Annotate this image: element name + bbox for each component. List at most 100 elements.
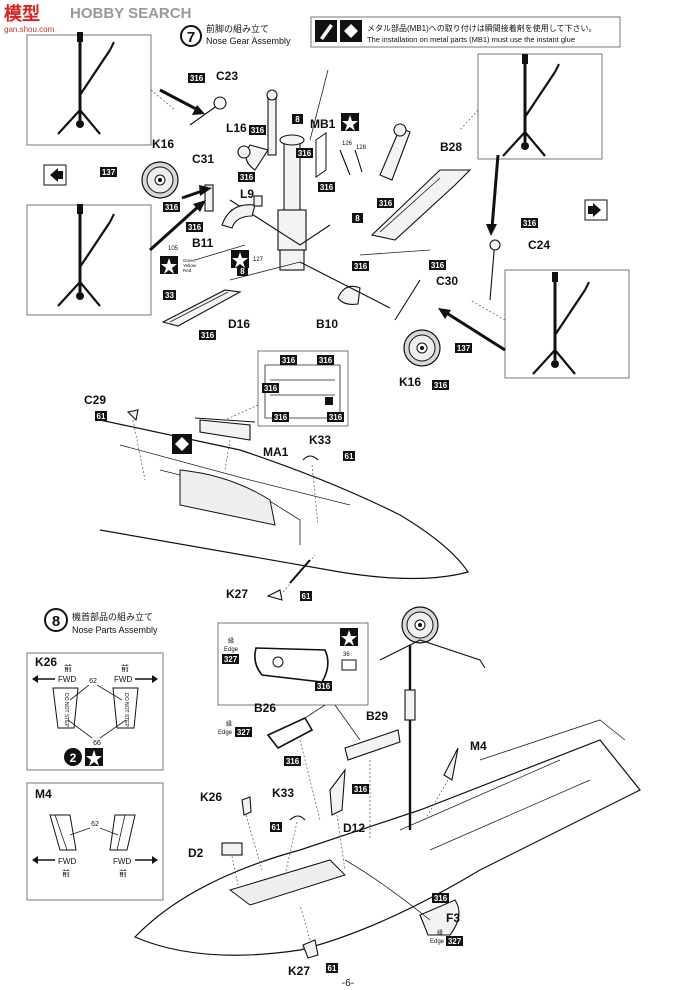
svg-text:MA1: MA1	[263, 445, 289, 459]
star-icon	[341, 630, 357, 646]
svg-text:前: 前	[64, 663, 72, 673]
svg-text:C30: C30	[436, 274, 458, 288]
svg-text:127: 127	[253, 257, 264, 263]
rotate-icon-left	[43, 164, 67, 186]
svg-text:327: 327	[237, 728, 251, 737]
svg-text:M4: M4	[35, 787, 52, 801]
svg-text:66: 66	[93, 740, 101, 747]
svg-text:D2: D2	[188, 846, 204, 860]
svg-text:前: 前	[62, 868, 70, 878]
svg-text:K27: K27	[288, 964, 310, 978]
svg-text:前: 前	[119, 868, 127, 878]
svg-text:Yellow: Yellow	[183, 263, 197, 268]
svg-text:61: 61	[302, 592, 311, 601]
page-number: -6-	[342, 978, 354, 989]
svg-text:FWD: FWD	[58, 675, 76, 684]
svg-text:316: 316	[354, 262, 368, 271]
svg-text:137: 137	[457, 344, 471, 353]
step7-title-jp: 前脚の組み立て	[206, 23, 269, 34]
watermark-en: HOBBY SEARCH	[70, 5, 191, 22]
svg-text:B11: B11	[192, 236, 214, 250]
svg-text:316: 316	[240, 173, 254, 182]
svg-text:105: 105	[168, 246, 179, 252]
diamond-glue-icon	[172, 434, 192, 454]
svg-text:縁: 縁	[226, 720, 232, 728]
svg-text:137: 137	[102, 168, 116, 177]
svg-text:8: 8	[295, 115, 300, 124]
star-icon	[342, 115, 358, 131]
svg-text:K33: K33	[309, 433, 331, 447]
svg-text:316: 316	[317, 682, 331, 691]
rotate-icon-right	[584, 199, 608, 221]
svg-text:316: 316	[274, 413, 288, 422]
svg-text:61: 61	[97, 412, 106, 421]
strut-detail-bottom-right	[504, 269, 630, 379]
note-jp: メタル部品(MB1)への取り付けは瞬間接着剤を使用して下さい。	[367, 23, 597, 33]
svg-text:B26: B26	[254, 701, 276, 715]
svg-text:126: 126	[342, 141, 353, 147]
svg-text:C29: C29	[84, 393, 106, 407]
svg-text:316: 316	[286, 757, 300, 766]
svg-text:316: 316	[320, 183, 334, 192]
svg-text:2: 2	[70, 751, 77, 765]
watermark: 模型 HOBBY SEARCH gan.shou.com	[4, 3, 191, 34]
svg-text:316: 316	[282, 356, 296, 365]
svg-text:F3: F3	[446, 911, 460, 925]
svg-text:316: 316	[319, 356, 333, 365]
step8-header: 8 機首部品の組み立て Nose Parts Assembly	[44, 608, 158, 635]
svg-text:316: 316	[264, 384, 278, 393]
svg-text:L9: L9	[240, 187, 254, 201]
svg-text:316: 316	[251, 126, 265, 135]
svg-text:K27: K27	[226, 587, 248, 601]
svg-text:327: 327	[224, 655, 238, 664]
svg-text:8: 8	[240, 267, 245, 276]
svg-text:C23: C23	[216, 69, 238, 83]
svg-text:316: 316	[434, 381, 448, 390]
step7-title-en: Nose Gear Assembly	[206, 36, 291, 46]
svg-text:K16: K16	[399, 375, 421, 389]
svg-text:縁: 縁	[228, 637, 234, 645]
svg-text:機首部品の組み立て: 機首部品の組み立て	[72, 611, 153, 622]
svg-text:Edge: Edge	[224, 647, 239, 653]
metal-glue-note: メタル部品(MB1)への取り付けは瞬間接着剤を使用して下さい。 The inst…	[310, 16, 621, 48]
cockpit-inset: 316 316 316 316 316	[224, 350, 349, 427]
svg-text:61: 61	[328, 964, 337, 973]
step7-paint-codes: 316 316 316 8 316 137 316 316 316 8 316 …	[100, 73, 538, 390]
strut-detail-top-right	[477, 52, 603, 160]
star-icon	[232, 252, 248, 268]
svg-text:316: 316	[523, 219, 537, 228]
fuselage1-labels: C29 MA1 K33 K27 61 61 61	[84, 393, 355, 601]
svg-text:D12: D12	[343, 821, 365, 835]
watermark-cn: 模型	[4, 3, 40, 24]
star-icon	[161, 258, 177, 274]
svg-text:36: 36	[343, 652, 350, 658]
svg-text:316: 316	[298, 149, 312, 158]
svg-text:316: 316	[379, 199, 393, 208]
svg-text:316: 316	[431, 261, 445, 270]
step8-part-labels: B26 B29 M4 K26 K33 D12 D2 F3 K27 縁 Edge …	[188, 701, 487, 978]
svg-text:62: 62	[91, 821, 99, 828]
strut-detail-mid-left	[26, 202, 152, 316]
svg-text:Red: Red	[183, 268, 192, 273]
svg-text:K16: K16	[152, 137, 174, 151]
svg-text:61: 61	[345, 452, 354, 461]
svg-text:DO NOT STEP: DO NOT STEP	[63, 693, 69, 727]
svg-text:128: 128	[356, 145, 367, 151]
svg-text:DO NOT STEP: DO NOT STEP	[123, 693, 129, 727]
svg-text:C24: C24	[528, 238, 550, 252]
svg-text:FWD: FWD	[114, 675, 132, 684]
svg-text:Green: Green	[183, 258, 196, 263]
assembly-arrows	[148, 88, 506, 352]
svg-text:327: 327	[448, 937, 462, 946]
note-en: The installation on metal parts (MB1) mu…	[367, 35, 575, 44]
strut-detail-top-left	[26, 30, 152, 146]
svg-text:B29: B29	[366, 709, 388, 723]
canopy-detail-box: 縁 Edge 327 316 36	[217, 622, 369, 706]
svg-text:D16: D16	[228, 317, 250, 331]
step7-part-labels: C23 L16 MB1 K16 C31 L9 B28 B11 C24 C30 D…	[152, 69, 550, 389]
svg-text:B10: B10	[316, 317, 338, 331]
svg-text:K33: K33	[272, 786, 294, 800]
svg-text:316: 316	[165, 203, 179, 212]
k26-detail-box: K26 前 FWD 前 FWD DO NOT STEP DO NOT STEP …	[26, 652, 164, 771]
